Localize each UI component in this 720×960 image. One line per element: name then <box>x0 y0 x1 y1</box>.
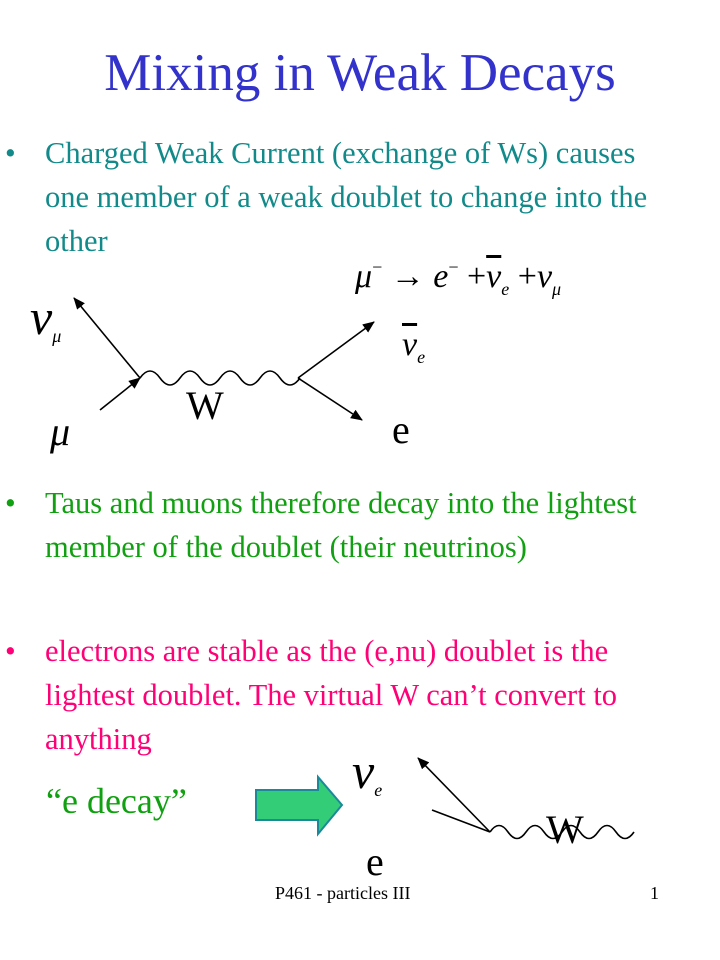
bullet-dot: • <box>5 634 16 668</box>
page-number: 1 <box>650 883 659 903</box>
block-arrow-icon <box>255 774 344 837</box>
electron-line <box>297 377 363 421</box>
bullet-charged-weak-current: • Charged Weak Current (exchange of Ws) … <box>5 131 680 263</box>
electron-neutrino-line <box>417 757 491 833</box>
muon-neutrino-line <box>73 297 141 379</box>
bullet-dot: • <box>5 486 16 520</box>
electron-in-line <box>431 809 491 833</box>
muon-decay-equation: μ− → e− +νe +νμ <box>355 257 562 299</box>
bullet-text: Taus and muons therefore decay into the … <box>45 486 637 564</box>
footer-title: P461 - particles III <box>275 883 411 903</box>
w-propagator <box>139 370 301 386</box>
label-e-2: e <box>366 839 384 884</box>
label-e: e <box>392 407 410 452</box>
label-w-2: W <box>546 807 584 852</box>
label-mu: μ <box>50 409 71 454</box>
bullet-taus-muons: • Taus and muons therefore decay into th… <box>5 481 680 569</box>
slide-title: Mixing in Weak Decays <box>104 44 616 102</box>
bullet-dot: • <box>5 136 16 170</box>
e-decay-label: “e decay” <box>46 781 187 821</box>
label-nu-e: νe <box>352 743 383 800</box>
antineutrino-line <box>297 321 375 379</box>
bullet-electrons-stable: • electrons are stable as the (e,nu) dou… <box>5 629 680 761</box>
bullet-text: Charged Weak Current (exchange of Ws) ca… <box>45 136 648 258</box>
bullet-text: electrons are stable as the (e,nu) doubl… <box>45 634 618 756</box>
muon-line <box>99 377 141 411</box>
w-propagator-2 <box>489 824 635 840</box>
label-nu-mu: νμ <box>30 289 62 346</box>
label-w: W <box>186 383 224 428</box>
label-nubar-e: νe <box>402 326 426 367</box>
